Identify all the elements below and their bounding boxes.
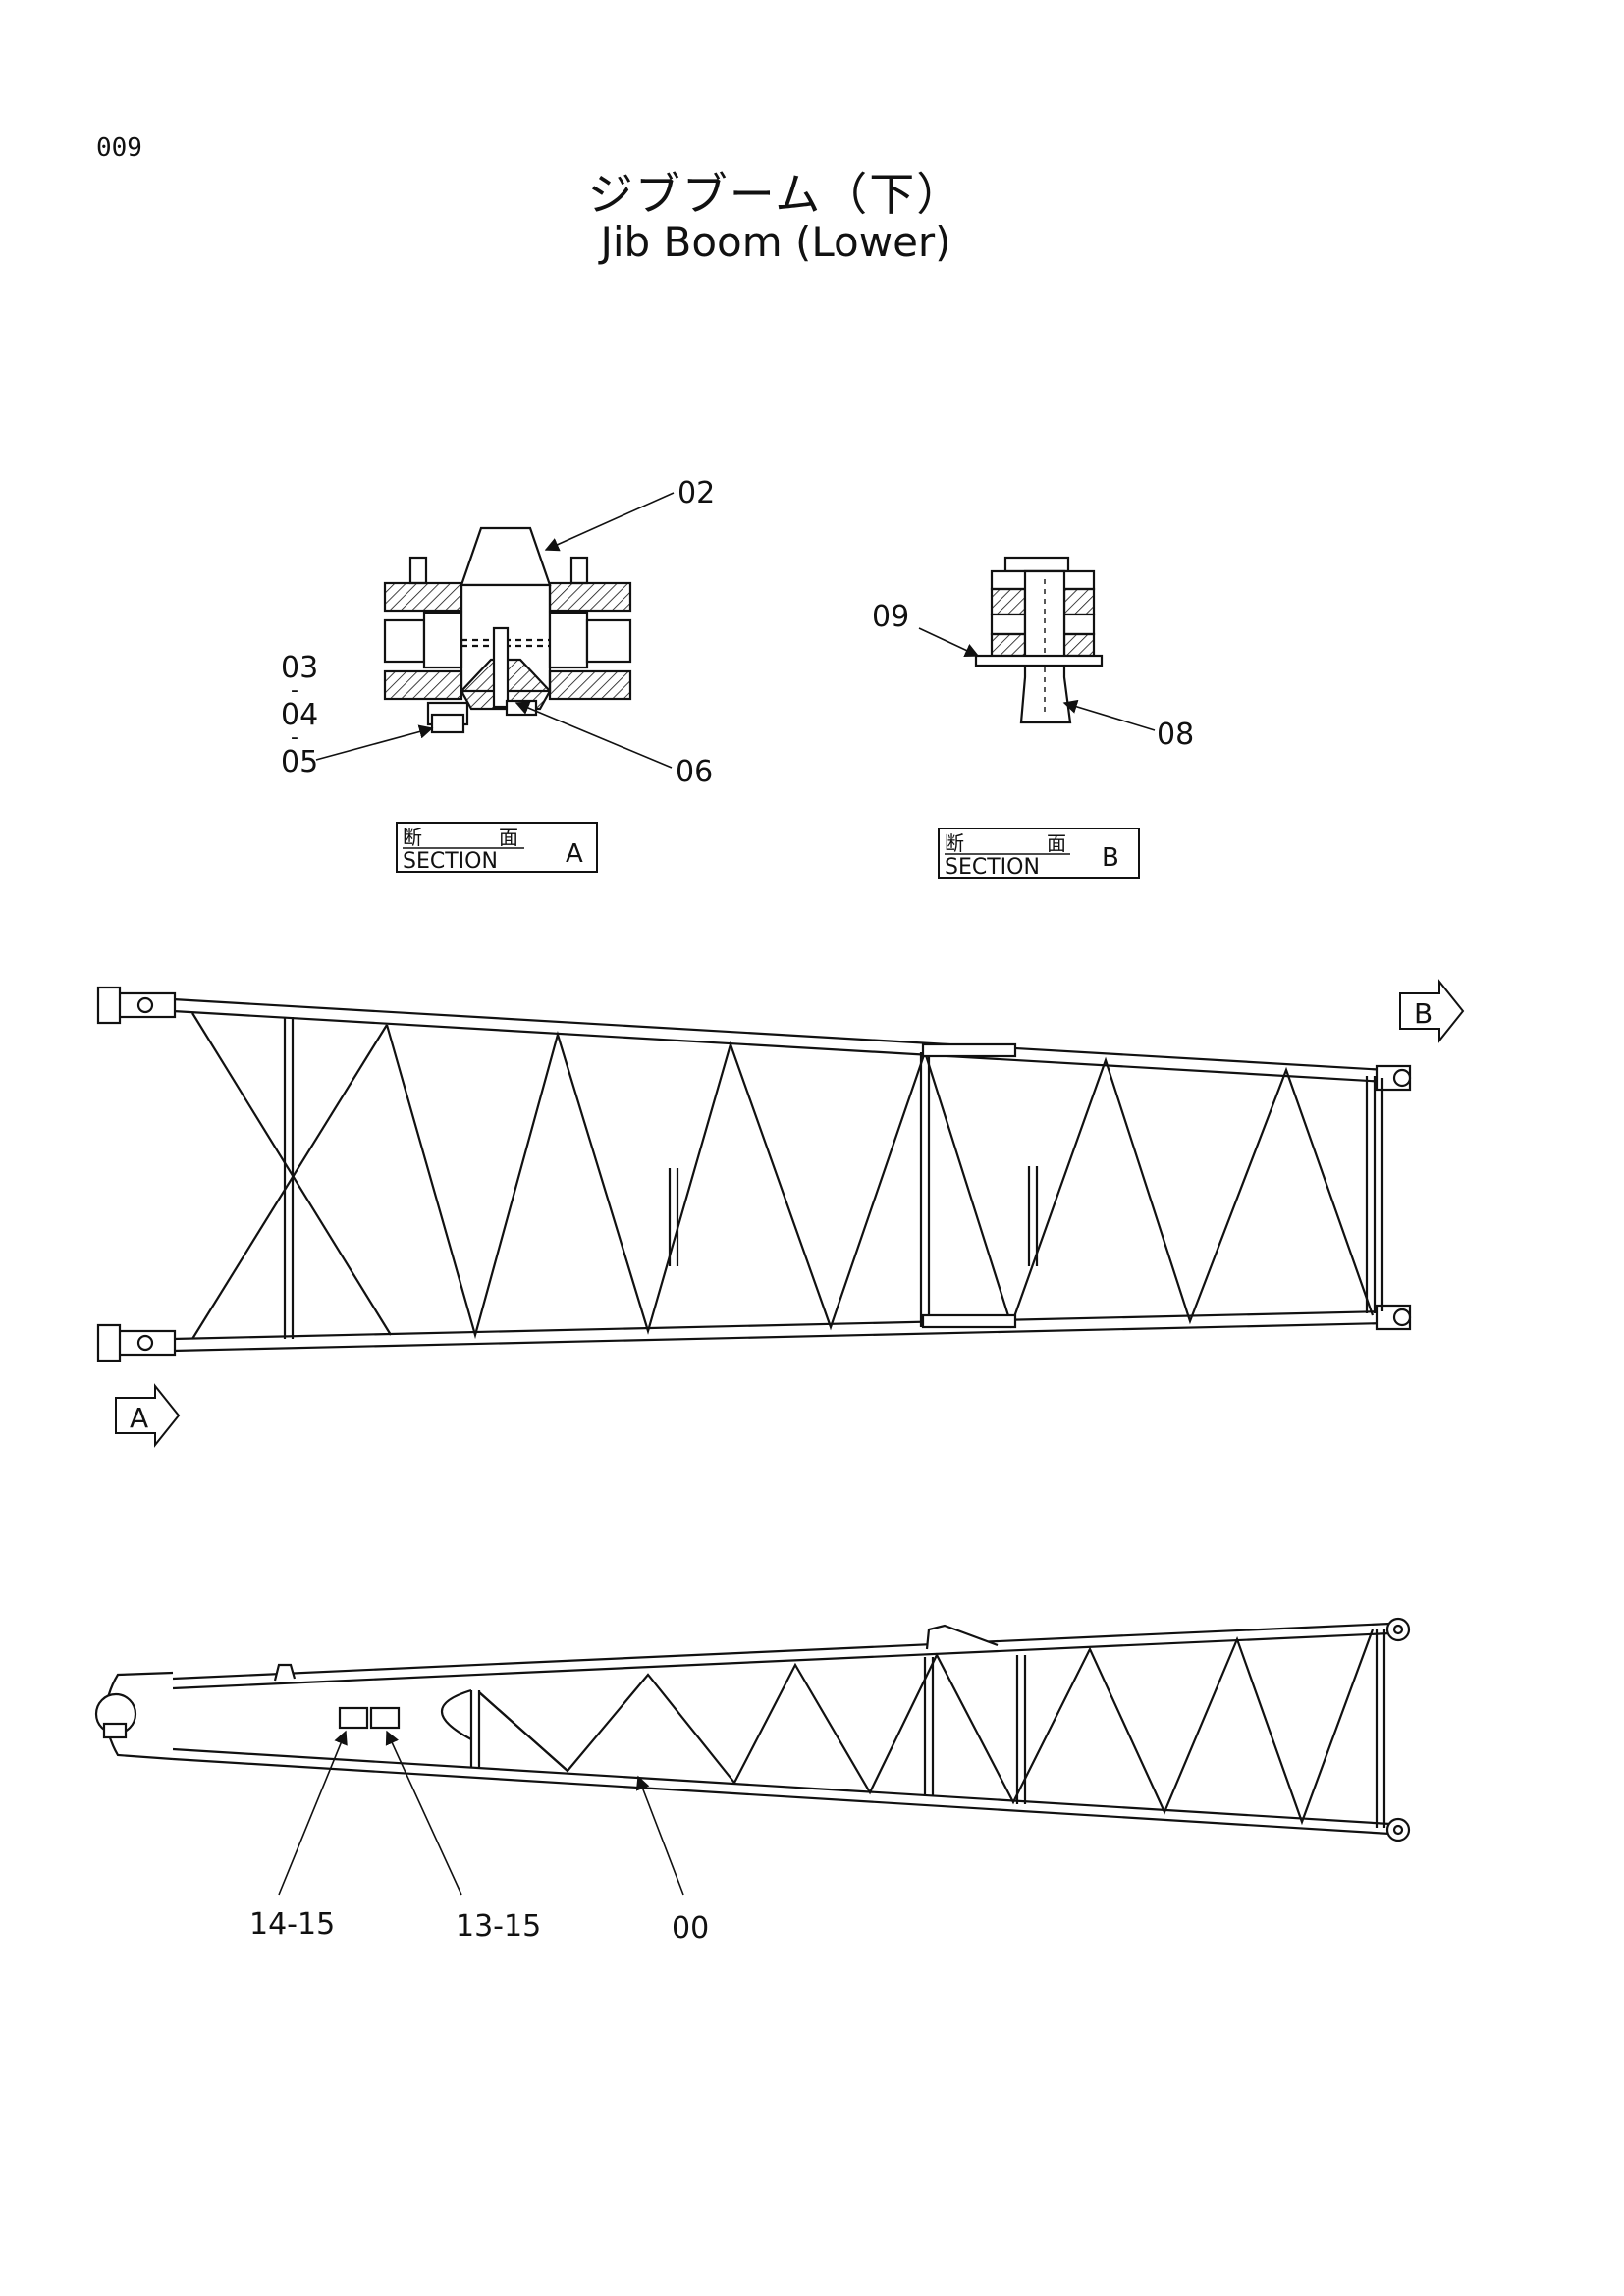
section-b-leaders [918,627,1156,731]
callout-dash-2: - [291,725,298,750]
title-japanese: ジブブーム（下） [587,168,964,221]
marker-a: A [115,1383,181,1448]
section-a-label: 断 面 SECTION A [396,822,598,874]
callout-dash-1: - [291,678,298,703]
section-a-leaders [315,492,675,769]
section-b-jp-left: 断 [945,831,964,855]
side-view-leaders [278,1730,684,1896]
marker-a-letter: A [130,1402,148,1434]
section-a-jp-right: 面 [499,826,518,849]
section-a-letter: A [566,839,583,869]
boom-plan-view [96,986,1412,1362]
marker-b: B [1399,979,1465,1043]
callout-04: 04 [281,698,318,732]
callout-06: 06 [676,755,713,789]
callout-03: 03 [281,651,318,685]
callout-09: 09 [872,600,909,634]
callout-00: 00 [672,1911,709,1946]
section-a-jp-left: 断 [403,826,422,849]
marker-b-letter: B [1414,997,1433,1030]
callout-13-15: 13-15 [456,1909,541,1944]
section-a-en: SECTION [403,849,498,874]
callout-08: 08 [1157,718,1194,752]
callout-05: 05 [281,745,318,779]
section-b-jp-right: 面 [1047,831,1066,855]
section-b-label: 断 面 SECTION B [938,828,1140,880]
callout-02: 02 [677,476,715,510]
section-a-detail [383,526,632,734]
page-number: 009 [96,133,142,163]
title-english: Jib Boom (Lower) [600,218,951,266]
boom-side-view [94,1617,1411,1842]
section-b-en: SECTION [945,855,1040,880]
callout-14-15: 14-15 [249,1907,335,1942]
section-b-letter: B [1102,843,1119,873]
section-b-detail [974,556,1104,724]
